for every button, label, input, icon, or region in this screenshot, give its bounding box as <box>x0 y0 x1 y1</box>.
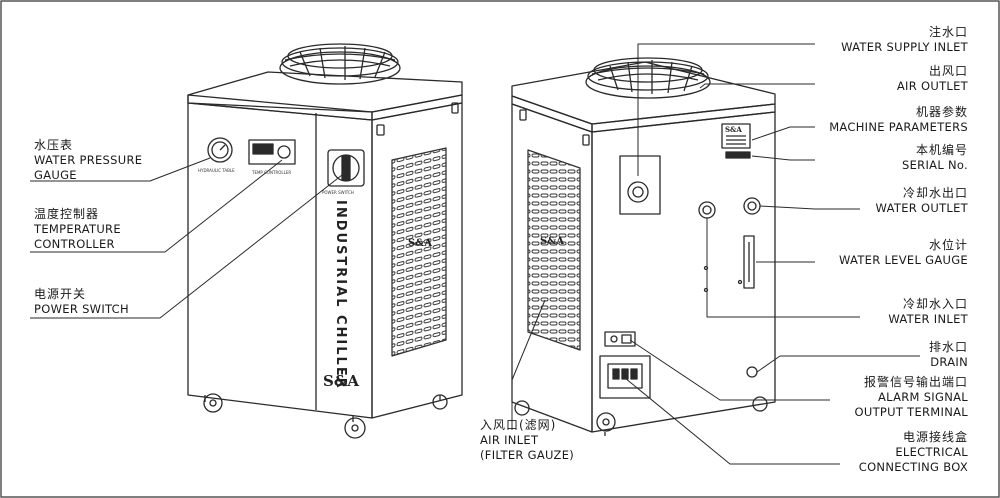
rear-wheels <box>514 396 768 436</box>
rear-unit <box>511 57 776 436</box>
label-air-outlet: 出风口 AIR OUTLET <box>896 64 968 93</box>
front-unit <box>187 43 463 439</box>
drain-icon <box>746 366 758 378</box>
front-wheels <box>203 393 448 439</box>
electrical-box-icon <box>599 355 651 399</box>
alarm-terminal-icon <box>604 331 636 347</box>
plate-brand-logo: S&A <box>725 125 742 134</box>
pressure-small-label: HYDRAULIC TABLE <box>198 168 235 173</box>
label-machine-parameters: 机器参数 MACHINE PARAMETERS <box>829 105 968 134</box>
serial-number-label <box>725 151 751 159</box>
rear-side-brand-logo: S&A <box>540 236 565 247</box>
label-water-supply-inlet: 注水口 WATER SUPPLY INLET <box>841 25 968 54</box>
rear-panel <box>591 111 776 433</box>
machine-parameters-plate <box>721 123 751 149</box>
power-small-label: POWER SWITCH <box>322 190 354 195</box>
water-outlet-fitting <box>743 197 761 215</box>
temperature-controller-icon <box>248 139 296 165</box>
side-brand-logo: S&A <box>408 238 433 249</box>
label-alarm-signal: 报警信号输出端口 ALARM SIGNAL OUTPUT TERMINAL <box>854 375 968 419</box>
label-water-inlet: 冷却水入口 WATER INLET <box>888 297 968 326</box>
front-vertical-text: INDUSTRIAL CHILLER <box>333 200 348 390</box>
side-panel <box>371 102 463 419</box>
leader-lines <box>30 43 920 465</box>
label-electrical-box: 电源接线盒 ELECTRICAL CONNECTING BOX <box>858 430 968 474</box>
label-power-switch: 电源开关 POWER SWITCH <box>34 287 129 316</box>
fan-guard-front <box>279 51 401 85</box>
air-inlet-filter-grille <box>527 149 581 351</box>
controller-small-label: TEMP CONTROLLER <box>252 170 292 175</box>
label-water-pressure-gauge: 水压表 WATER PRESSURE GAUGE <box>34 138 143 182</box>
water-level-gauge-icon <box>743 235 755 289</box>
label-water-outlet: 冷却水出口 WATER OUTLET <box>875 186 968 215</box>
power-switch-icon <box>327 149 365 187</box>
label-air-inlet: 入风口(滤网) AIR INLET (FILTER GAUZE) <box>480 418 575 462</box>
water-inlet-fitting <box>698 201 716 219</box>
front-brand-logo: S&A <box>323 372 360 390</box>
water-pressure-gauge-icon <box>207 137 233 163</box>
label-drain: 排水口 DRAIN <box>928 340 968 369</box>
label-temperature-controller: 温度控制器 TEMPERATURE CONTROLLER <box>34 207 121 251</box>
water-supply-inlet-icon <box>619 155 661 215</box>
air-outlet-fan-icon <box>585 65 711 99</box>
label-serial-no: 本机编号 SERIAL No. <box>902 143 968 172</box>
label-water-level-gauge: 水位计 WATER LEVEL GAUGE <box>839 238 968 267</box>
side-air-grille <box>391 147 447 357</box>
